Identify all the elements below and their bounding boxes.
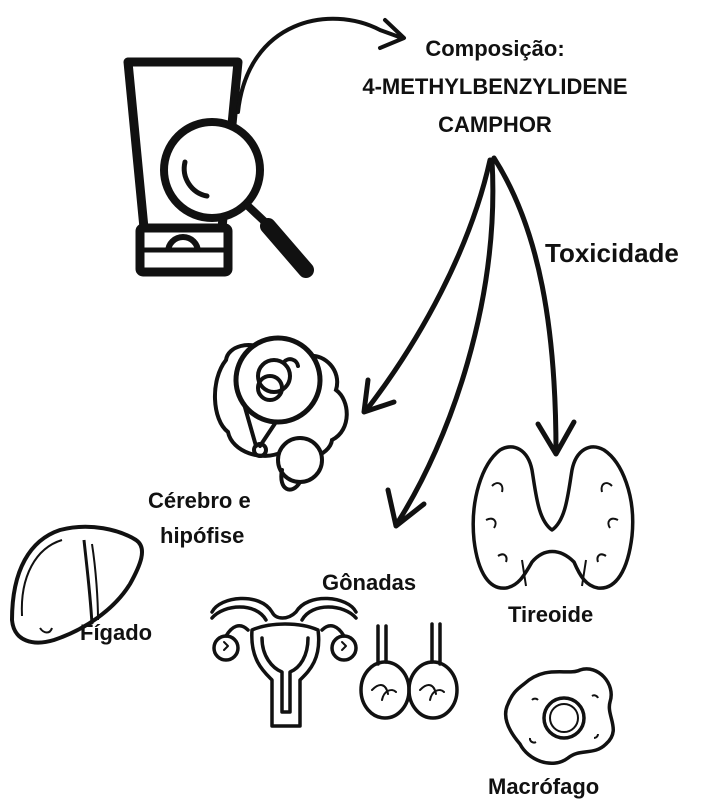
gonads-icon (212, 598, 356, 726)
thyroid-label: Tireoide (508, 602, 593, 628)
composition-title: Composição: (330, 30, 660, 68)
brain-label-line-1: Cérebro e (148, 488, 251, 514)
brain-label-line-2: hipófise (160, 523, 244, 549)
gonads-label: Gônadas (322, 570, 416, 596)
arrow-to-brain (368, 160, 490, 408)
liver-label: Fígado (80, 620, 152, 646)
macrophage-icon (506, 669, 614, 763)
compound-name-line-2: CAMPHOR (330, 106, 660, 144)
toxicity-label: Toxicidade (545, 238, 679, 269)
macrophage-label: Macrófago (488, 774, 599, 800)
arrow-to-thyroid (494, 158, 556, 452)
thyroid-icon (473, 447, 632, 588)
testes-icon (361, 624, 457, 718)
compound-name-line-1: 4-METHYLBENZYLIDENE (330, 68, 660, 106)
brain-pituitary-icon (215, 338, 347, 490)
